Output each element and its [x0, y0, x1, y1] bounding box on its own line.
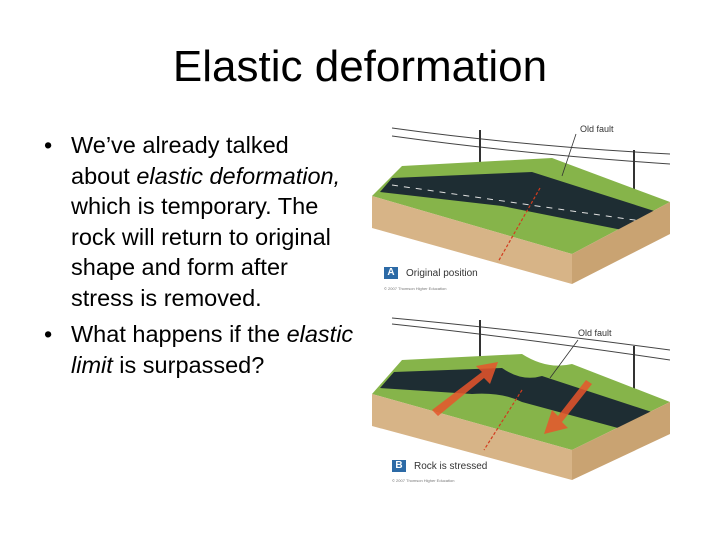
- bullet-icon: •: [44, 321, 53, 347]
- figure-badge-a: A: [384, 267, 398, 279]
- block-diagram-stressed: [372, 317, 671, 480]
- figure-credit-a: © 2007 Thomson Higher Education: [384, 286, 447, 291]
- block-diagram-original: [372, 127, 671, 284]
- figure-credit-b: © 2007 Thomson Higher Education: [392, 478, 455, 483]
- slide-title: Elastic deformation: [172, 42, 548, 91]
- old-fault-callout: Old fault: [580, 124, 614, 134]
- figure-original-position: Old fault A Original position © 2007 Tho…: [372, 116, 671, 296]
- old-fault-callout: Old fault: [578, 328, 612, 338]
- bullet-text: What happens if the elastic limit is sur…: [71, 321, 354, 378]
- figure-caption-a: Original position: [406, 268, 478, 279]
- figure-caption-b: Rock is stressed: [414, 461, 488, 472]
- bullet-list: • We’ve already talked about elastic def…: [44, 130, 354, 386]
- figure-badge-b: B: [392, 460, 406, 472]
- figure-rock-stressed: Old fault B Rock is stressed © 2007 Thom…: [372, 310, 671, 488]
- bullet-icon: •: [44, 132, 53, 158]
- bullet-text: We’ve already talked about elastic defor…: [71, 132, 341, 311]
- bullet-item: • What happens if the elastic limit is s…: [44, 319, 354, 380]
- bullet-item: • We’ve already talked about elastic def…: [44, 130, 354, 313]
